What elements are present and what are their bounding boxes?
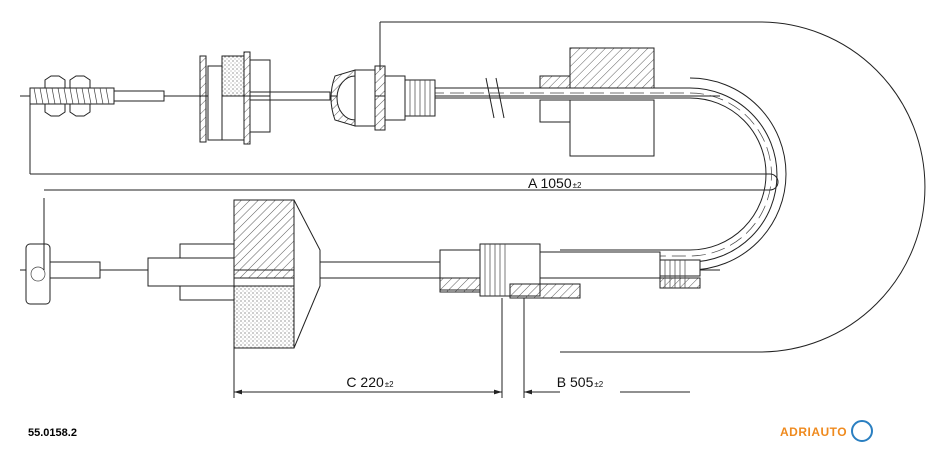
logo-ring-icon [851,420,873,442]
dimension-b: B 505±2 [523,298,690,398]
break-mark [485,77,505,119]
dim-b-label: B 505±2 [557,374,604,390]
top-bushing [539,47,655,157]
part-number: 55.0158.2 [28,427,77,439]
top-bracket [199,51,271,145]
bottom-flange [147,199,321,349]
dimension-c: C 220±2 [233,298,503,398]
dimension-a: A 1050±2 [29,22,779,270]
brand-name: ADRIAUTO [780,425,847,439]
bottom-cable-assembly [20,199,720,349]
ball-joint [330,65,436,131]
top-cable-assembly [20,47,720,157]
eye-end-fitting [25,243,101,305]
dim-c-label: C 220±2 [346,374,394,390]
threaded-adjuster [439,243,581,299]
dim-a-label: A 1050±2 [528,175,582,191]
adriauto-logo: ADRIAUTO [780,420,873,442]
threaded-rod-end [29,75,165,117]
end-tube [539,251,701,289]
